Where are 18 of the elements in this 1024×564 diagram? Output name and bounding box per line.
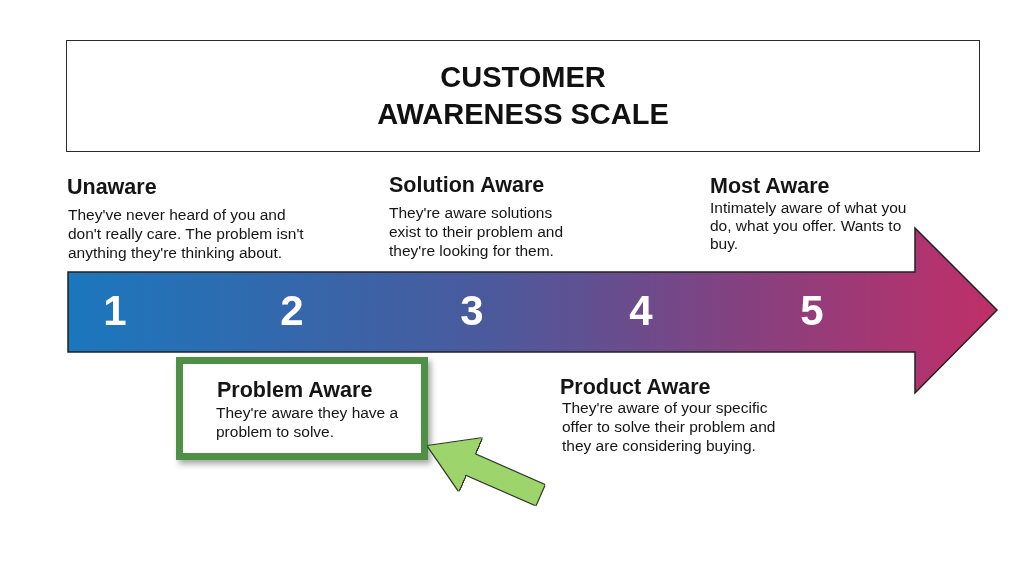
stage-number: 3	[460, 287, 484, 335]
stage-heading: Problem Aware	[217, 378, 373, 403]
stage-description: They're aware solutions exist to their problem and they're looking for them.	[389, 203, 565, 260]
stage-description: Intimately aware of what you do, what you offer. Wants to buy.	[710, 199, 908, 253]
stage-number: 2	[280, 287, 304, 335]
stage-heading: Solution Aware	[389, 173, 545, 198]
stage-number: 5	[800, 287, 824, 335]
stage-number: 4	[629, 287, 653, 335]
stage-description: They're aware of your specific offer to solve their problem and they are considering buying.	[562, 398, 777, 455]
stage-heading: Most Aware	[710, 174, 830, 199]
stage-description: They've never heard of you and don't really care. The problem isn't anything they're thinking about.	[68, 205, 305, 262]
stage-number: 1	[103, 287, 127, 335]
stage-heading: Unaware	[67, 175, 157, 200]
stage-description: They're aware they have a problem to solve.	[216, 404, 400, 441]
title-text: CUSTOMER AWARENESS SCALE	[376, 60, 670, 132]
highlight-box	[176, 357, 428, 460]
stage-heading: Product Aware	[560, 375, 711, 400]
block-arrow	[428, 438, 545, 506]
